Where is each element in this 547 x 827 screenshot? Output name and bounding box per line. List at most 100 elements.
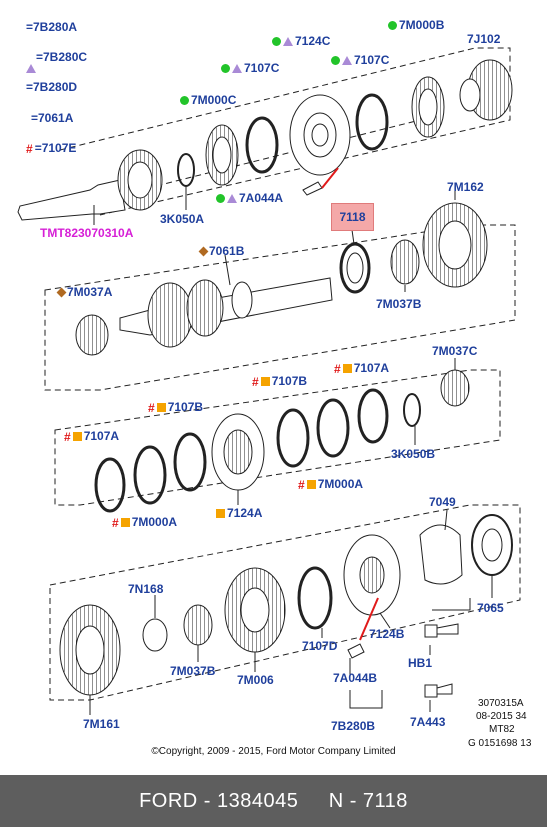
hash-icon: # [252, 374, 259, 389]
spacer-7n168 [142, 618, 168, 652]
part-label-7m037a[interactable]: 7M037A [56, 285, 112, 299]
footer-n-code: N - 7118 [328, 790, 408, 812]
key-7a044a [302, 181, 323, 196]
bearing-7118 [339, 242, 371, 294]
gear-7j102 [459, 59, 513, 121]
circle-icon [180, 96, 189, 106]
hash-icon: # [148, 400, 155, 415]
hash-icon: # [298, 477, 305, 492]
input-shaft [17, 149, 163, 221]
circle-icon [388, 21, 397, 31]
gear-7m006 [224, 567, 286, 653]
part-label-7a044b[interactable]: 7A044B [333, 671, 378, 685]
frame-bottom [49, 504, 521, 701]
triangle-icon [342, 56, 352, 66]
blocker-ring-7107c [245, 116, 279, 174]
synchro-hub-7124b [343, 534, 401, 616]
part-label-7m037b-b[interactable]: 7M037B [170, 664, 216, 678]
part-label-3k050a[interactable]: 3K050A [160, 212, 205, 226]
part-label-7124a[interactable]: 7124A [216, 506, 262, 520]
blocker-ring-7107c-b [355, 93, 389, 151]
square-icon [72, 432, 82, 442]
part-label-7107d[interactable]: 7107D [302, 639, 338, 653]
copyright-notice: ©Copyright, 2009 - 2015, Ford Motor Comp… [151, 746, 396, 757]
part-label-7j102[interactable]: 7J102 [467, 32, 501, 46]
part-label-hb1[interactable]: HB1 [408, 656, 433, 670]
part-label-7m162[interactable]: 7M162 [447, 180, 484, 194]
hash-icon: # [64, 429, 71, 444]
part-label-7107c-b[interactable]: 7107C [331, 53, 389, 67]
part-label-7049[interactable]: 7049 [429, 495, 456, 509]
square-icon [260, 377, 270, 387]
synchro-ring-7m000a-b [316, 398, 350, 458]
circle-icon [272, 37, 281, 47]
part-label-7107a-b[interactable]: #7107A [334, 361, 390, 376]
footer-bar: FORD - 1384045 N - 7118 [0, 775, 547, 827]
part-label-3k050b[interactable]: 3K050B [391, 447, 436, 461]
mainshaft-7061b [119, 277, 333, 348]
footer-brand: FORD [139, 790, 198, 812]
part-label-7m000a-b[interactable]: #7M000A [298, 477, 364, 492]
synchro-ring-7107a-b [357, 388, 389, 444]
part-label-7061b[interactable]: 7061B [198, 244, 244, 258]
part-label-7m000c[interactable]: 7M000C [180, 93, 236, 107]
part-label-tmt823070310a[interactable]: TMT823070310A [40, 226, 134, 240]
part-label-7107b-b[interactable]: #7107B [252, 374, 308, 389]
part-label-7107a-a[interactable]: #7107A [64, 429, 120, 444]
synchro-ring-7m000c [205, 124, 239, 186]
gear-7m161 [59, 604, 121, 696]
triangle-icon [227, 194, 237, 204]
reference-code-2: 08-2015 34 [476, 711, 527, 722]
blocker-ring-7107b-a [173, 432, 207, 492]
square-icon [156, 403, 166, 413]
needle-bearing-7m037a [75, 314, 109, 356]
part-label-7m037b-a[interactable]: 7M037B [376, 297, 422, 311]
red-arrow-top [321, 167, 339, 189]
snap-ring-3k050a [177, 153, 195, 187]
square-icon [216, 509, 225, 519]
part-label-7m161[interactable]: 7M161 [83, 717, 120, 731]
part-label-7065[interactable]: 7065 [477, 601, 504, 615]
diamond-icon [198, 246, 209, 257]
square-icon [120, 518, 130, 528]
square-icon [306, 480, 316, 490]
frame-mainshaft [44, 224, 516, 391]
part-label-7m000b[interactable]: 7M000B [388, 18, 444, 32]
part-label-7m006[interactable]: 7M006 [237, 673, 274, 687]
part-label-7124c[interactable]: 7124C [272, 34, 330, 48]
legend-item-triangle: =7B280C [26, 50, 87, 73]
retainer-7049 [419, 524, 463, 585]
reference-code-4: G 0151698 13 [468, 738, 532, 749]
snap-ring-3k050b [403, 393, 421, 427]
synchro-ring-7107a-a [94, 457, 126, 513]
part-label-7107c-a[interactable]: 7107C [221, 61, 279, 75]
part-label-7m037c[interactable]: 7M037C [432, 344, 478, 358]
legend-item-diamond: =7061A [31, 111, 74, 125]
synchro-hub-7124c [289, 94, 351, 176]
frame-top [59, 47, 511, 216]
bearing-7m037c [440, 369, 470, 407]
triangle-icon [26, 50, 36, 73]
part-label-7a443[interactable]: 7A443 [410, 715, 446, 729]
part-label-7107b-a[interactable]: #7107B [148, 400, 204, 415]
red-arrow-bottom [359, 597, 379, 641]
circle-icon [331, 56, 340, 66]
hash-icon: # [334, 361, 341, 376]
synchro-hub-7124a [211, 413, 265, 491]
circle-icon [221, 64, 230, 74]
needle-bearing-7m037b [390, 239, 420, 285]
part-label-7n168[interactable]: 7N168 [128, 582, 164, 596]
bolt-7a443 [424, 683, 453, 698]
part-label-7m000a-a[interactable]: #7M000A [112, 515, 178, 530]
highlighted-part-7118[interactable]: 7118 [331, 203, 374, 231]
part-label-7a044a[interactable]: 7A044A [216, 191, 283, 205]
reference-code-3: MT82 [489, 724, 515, 735]
gear-7m162 [422, 202, 488, 288]
part-label-7b280b[interactable]: 7B280B [331, 719, 376, 733]
part-label-7124b[interactable]: 7124B [369, 627, 405, 641]
square-icon [342, 364, 352, 374]
synchro-ring-7107d [297, 566, 333, 630]
hash-icon: # [26, 141, 33, 156]
bolt-hb1 [424, 623, 459, 638]
hash-icon: # [112, 515, 119, 530]
